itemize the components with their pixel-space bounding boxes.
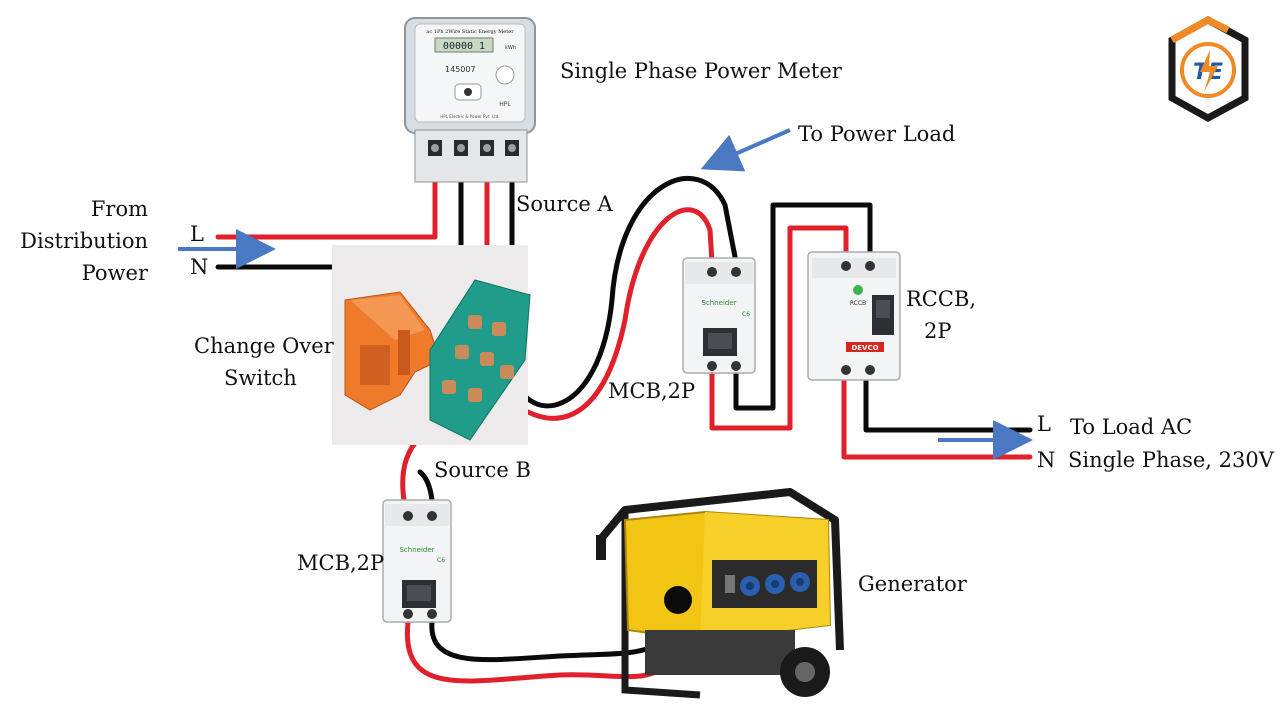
rccb-face-label: RCCB (850, 300, 866, 307)
wire-mcb-to-rccb-n (733, 202, 873, 411)
wire-load-l (863, 375, 1033, 433)
source-b-label: Source B (434, 458, 531, 482)
rccb: RCCB DEVCO (807, 251, 901, 381)
change-over-switch (332, 245, 531, 445)
l-in-label: L (190, 222, 204, 246)
from-label-line3: Power (82, 261, 149, 285)
from-label-line1: From (91, 197, 148, 221)
mcb-top-brand: Schneider (701, 299, 736, 307)
rccb-label-line1: RCCB, (906, 287, 976, 311)
mcb-bottom-brand: Schneider (399, 546, 434, 554)
labels: Single Phase Power Meter To Power Load F… (20, 59, 1280, 596)
change-over-label-line1: Change Over (194, 334, 335, 358)
mcb-top-label: MCB,2P (608, 379, 695, 403)
meter-label: Single Phase Power Meter (560, 59, 843, 83)
mcb-bottom: Schneider C6 (382, 499, 452, 623)
wire-l-in (215, 147, 438, 240)
wire-switch-to-mcb-n (509, 176, 739, 409)
wire-mcb-to-rccb-l (709, 225, 849, 431)
meter-serial: 145007 (445, 65, 476, 74)
rccb-brand: DEVCO (851, 344, 878, 352)
source-a-label: Source A (516, 192, 613, 216)
meter-footer: HPL Electric & Power Pvt. Ltd. (440, 114, 499, 119)
meter-kwh: kWh (505, 45, 516, 51)
mcb-top: Schneider C6 (682, 257, 756, 374)
rccb-label-line2: 2P (924, 319, 952, 343)
mcb-bottom-label: MCB,2P (297, 551, 384, 575)
wire-load-n (841, 375, 1033, 460)
change-over-label-line2: Switch (224, 366, 297, 390)
wire-switch-to-mcb-l (502, 207, 715, 421)
flow-arrow-icon (700, 128, 791, 172)
to-power-load-label: To Power Load (798, 122, 955, 146)
to-load-label-line1: To Load AC (1070, 415, 1192, 439)
mcb-top-rating: C6 (742, 311, 750, 318)
mcb-bottom-rating: C6 (437, 557, 445, 564)
generator (596, 488, 844, 699)
n-out-label: N (1037, 448, 1055, 472)
to-load-label-line2: Single Phase, 230V , (1068, 448, 1280, 472)
energy-meter: ac 1Ph 2Wire Static Energy Meter 00000 1… (404, 17, 536, 183)
meter-face-title: ac 1Ph 2Wire Static Energy Meter (426, 29, 514, 35)
lightning-hexagon-logo: TE (1168, 16, 1249, 122)
generator-label: Generator (858, 572, 968, 596)
n-in-label: N (190, 255, 208, 279)
meter-brand: HPL (499, 101, 511, 108)
flow-arrows (178, 128, 1033, 460)
meter-reading: 00000 1 (443, 41, 485, 52)
from-label-line2: Distribution (20, 229, 148, 253)
l-out-label: L (1037, 412, 1051, 436)
